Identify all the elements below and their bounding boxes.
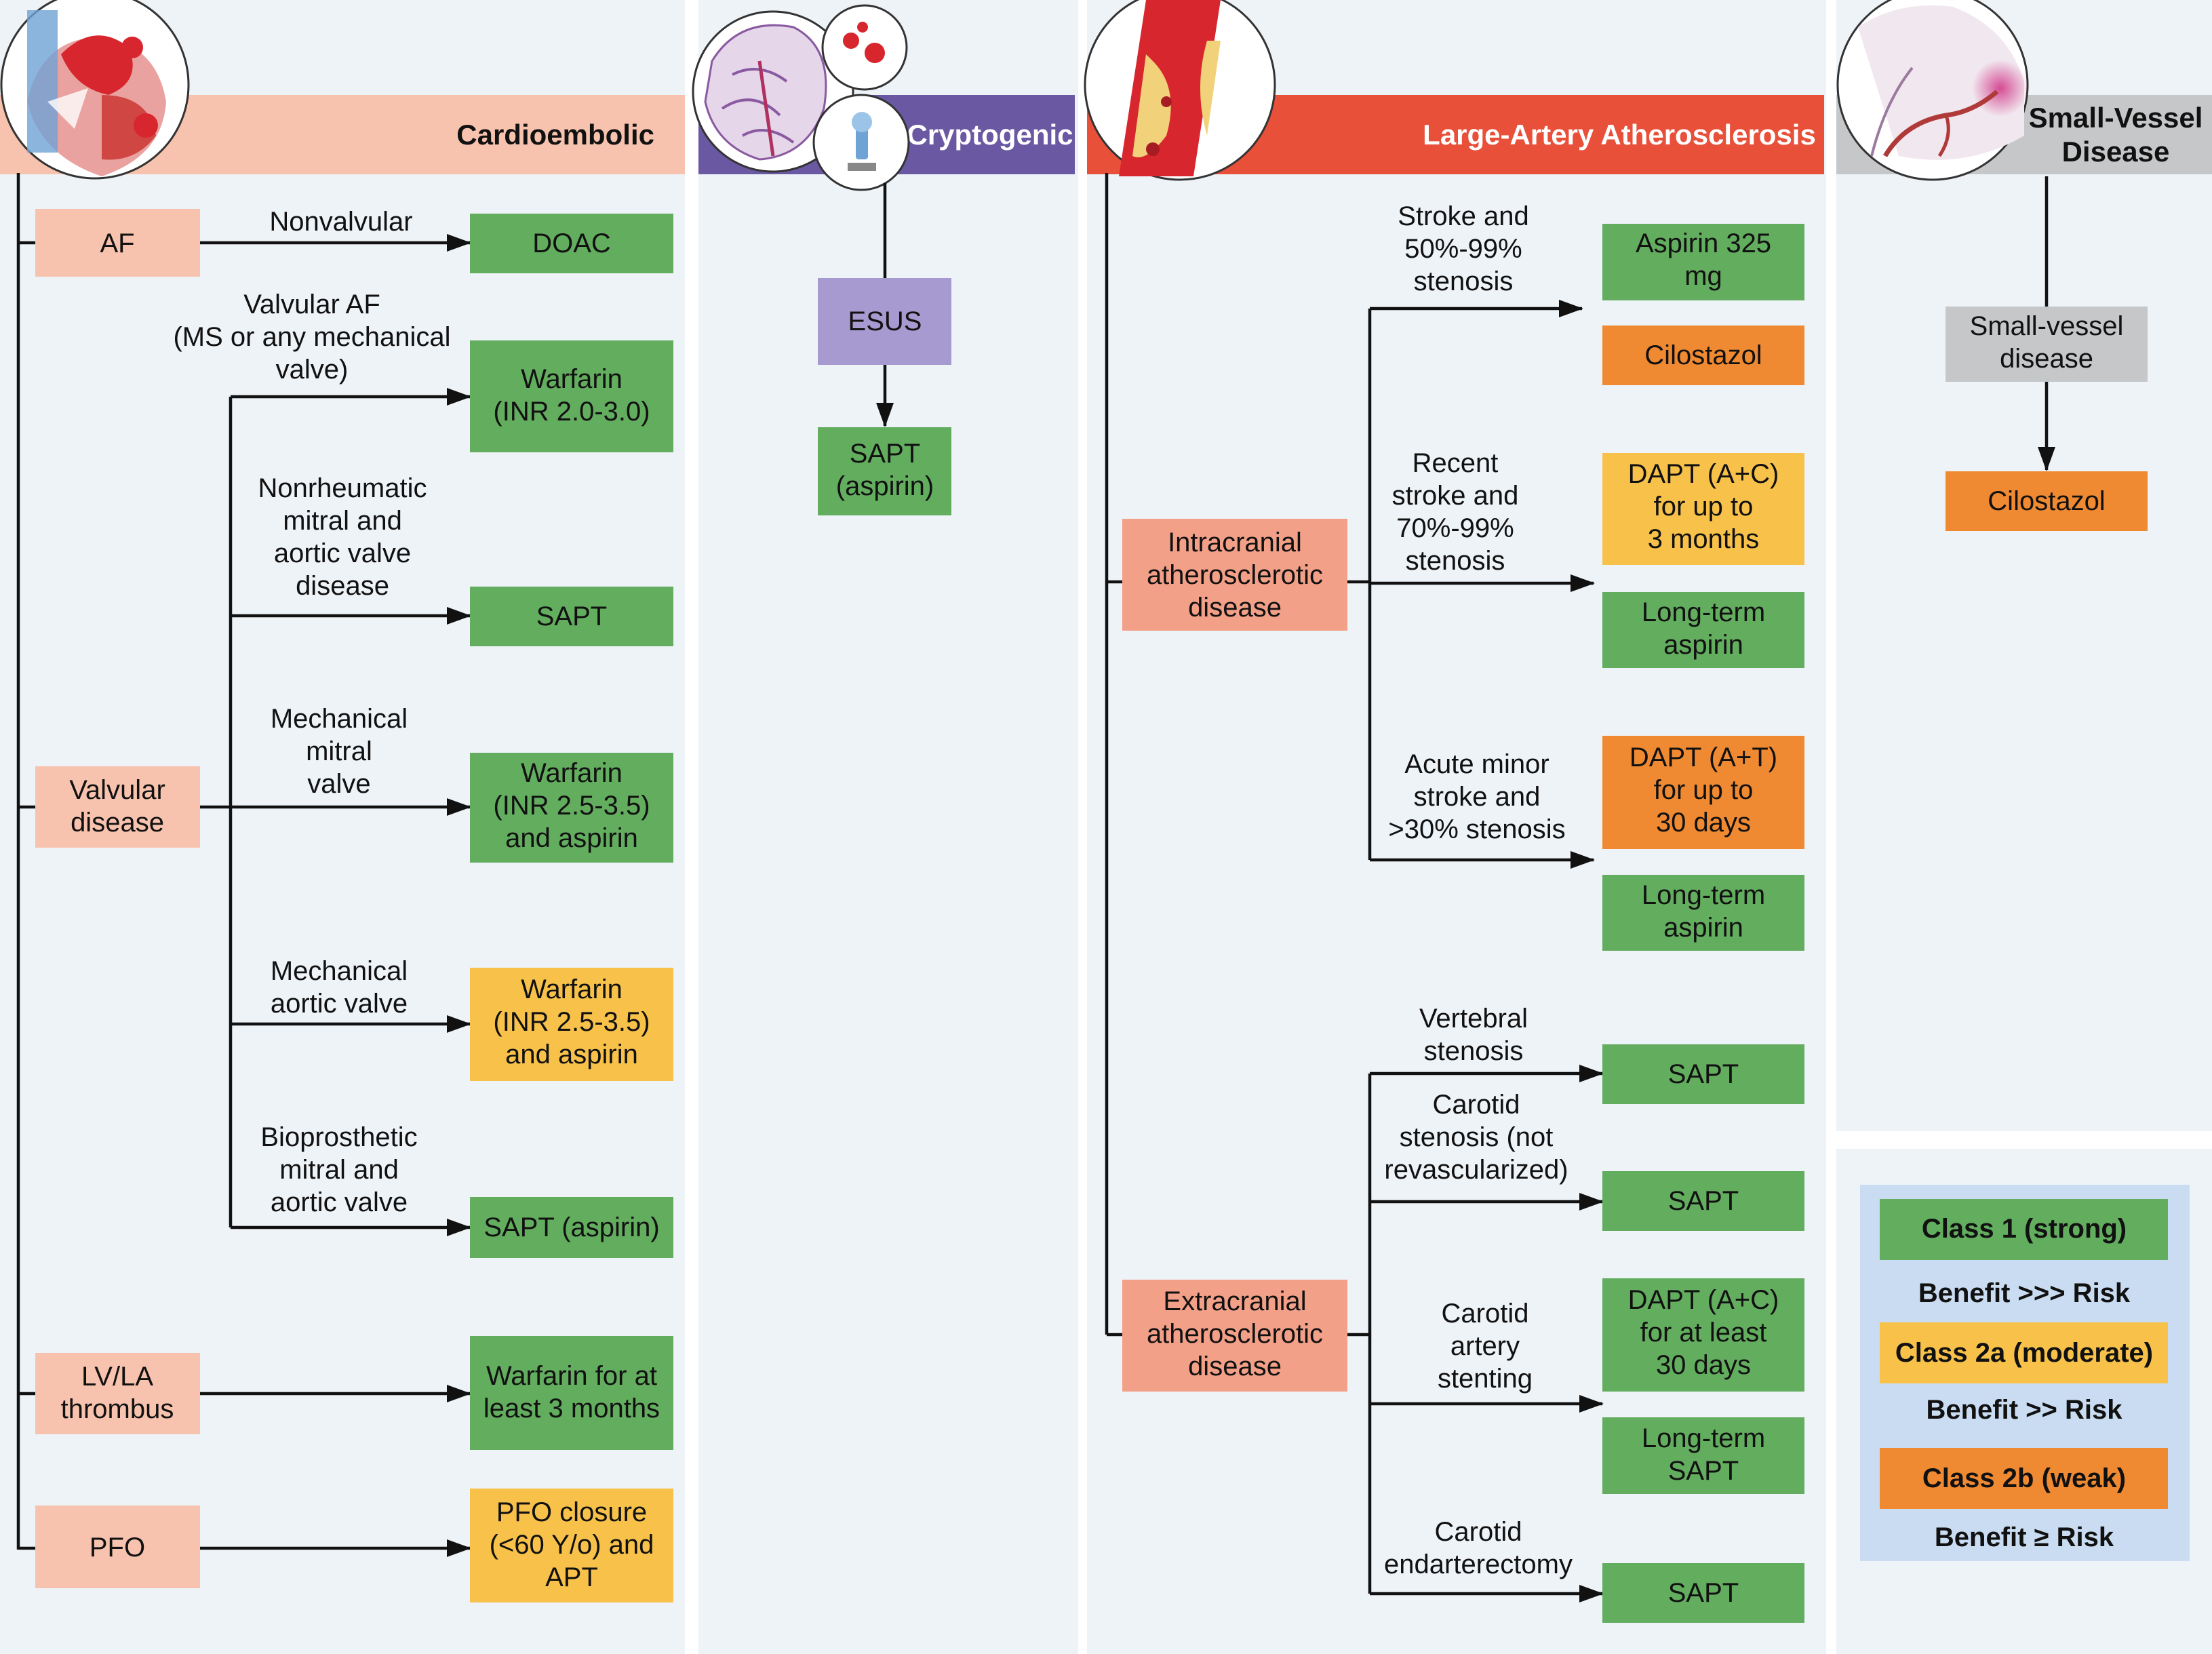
treatment-warfarin-2-3-label: Warfarin(INR 2.0-3.0)	[493, 364, 650, 427]
treatment-long-term-aspirin-1	[1602, 592, 1804, 668]
cryptogenic-panel	[698, 0, 1078, 1654]
source-pfo-label: PFO	[90, 1533, 145, 1562]
treatment-warfarin-aspirin-aortic-label: Warfarin(INR 2.5-3.5)and aspirin	[493, 974, 650, 1069]
treatment-cilostazol-small-vessel-label: Cilostazol	[1988, 486, 2105, 516]
source-extracranial	[1122, 1280, 1347, 1392]
treatment-aspirin-325	[1602, 224, 1804, 300]
legend: Class 1 (strong) Benefit >>> Risk Class …	[1860, 1185, 2190, 1561]
large-artery-connectors	[1105, 173, 1604, 1602]
treatment-warfarin-aspirin-aortic	[470, 968, 673, 1081]
cryptogenic-title: Cryptogenic	[907, 119, 1073, 151]
cardioembolic-title: Cardioembolic	[456, 119, 654, 151]
treatment-doac	[470, 214, 673, 273]
treatment-sapt-vertebral-label: SAPT	[1668, 1059, 1739, 1089]
source-pfo	[35, 1505, 200, 1588]
treatment-long-term-aspirin-2	[1602, 875, 1804, 951]
treatment-sapt-aspirin-cryptogenic	[818, 427, 951, 515]
source-af-label: AF	[100, 229, 134, 258]
treatment-sapt-vertebral	[1602, 1044, 1804, 1104]
condition-nonvalvular: Nonvalvular	[269, 207, 412, 237]
treatment-dapt-at-30-days	[1602, 736, 1804, 849]
legend-class1-label: Class 1 (strong)	[1922, 1214, 2127, 1244]
legend-class1-benefit: Benefit >>> Risk	[1918, 1278, 2131, 1308]
treatment-sapt-label: SAPT	[536, 602, 607, 631]
small-vessel-illustration-icon	[1836, 0, 2029, 181]
treatment-doac-label: DOAC	[532, 229, 611, 258]
legend-class1-swatch	[1880, 1199, 2168, 1260]
treatment-sapt-aspirin	[470, 1197, 673, 1258]
legend-class2b-benefit: Benefit ≥ Risk	[1935, 1522, 2114, 1552]
source-lv-la-thrombus	[35, 1353, 200, 1434]
treatment-pfo-closure	[470, 1489, 673, 1602]
treatment-cilostazol-intracranial-label: Cilostazol	[1644, 340, 1762, 370]
treatment-dapt-ac-3-months	[1602, 453, 1804, 565]
heart-illustration-icon	[0, 0, 190, 180]
treatment-warfarin-aspirin-mitral	[470, 753, 673, 863]
treatment-sapt-carotid	[1602, 1171, 1804, 1231]
treatment-cilostazol-small-vessel	[1946, 471, 2148, 531]
treatment-long-term-sapt	[1602, 1417, 1804, 1494]
brain-embolus-illustration-icon	[692, 4, 910, 191]
treatment-sapt-aspirin-cryptogenic-label: SAPT(aspirin)	[836, 439, 934, 501]
source-af	[35, 209, 200, 277]
treatment-sapt-aspirin-label: SAPT (aspirin)	[483, 1213, 659, 1242]
treatment-warfarin-aspirin-mitral-label: Warfarin(INR 2.5-3.5)and aspirin	[493, 758, 650, 853]
source-valvular-disease	[35, 766, 200, 848]
source-intracranial	[1122, 519, 1347, 631]
legend-class2b-swatch	[1880, 1448, 2168, 1509]
treatment-warfarin-2-3	[470, 340, 673, 452]
small-vessel-panel	[1836, 0, 2212, 1131]
source-esus	[818, 278, 951, 365]
legend-class2b-label: Class 2b (weak)	[1922, 1463, 2126, 1493]
treatment-dapt-ac-30-days	[1602, 1278, 1804, 1392]
legend-class2a-swatch	[1880, 1322, 2168, 1383]
large-artery-title: Large-Artery Atherosclerosis	[1423, 119, 1816, 151]
treatment-sapt	[470, 587, 673, 646]
treatment-sapt-endarterectomy	[1602, 1563, 1804, 1623]
artery-plaque-illustration-icon	[1084, 0, 1276, 181]
legend-class2a-label: Class 2a (moderate)	[1895, 1338, 2153, 1368]
treatment-warfarin-3-months	[470, 1336, 673, 1450]
legend-class2a-benefit: Benefit >> Risk	[1926, 1395, 2122, 1425]
source-small-vessel	[1946, 307, 2148, 382]
cardioembolic-connectors	[16, 173, 471, 1557]
source-esus-label: ESUS	[848, 307, 922, 336]
treatment-cilostazol-intracranial	[1602, 326, 1804, 385]
treatment-sapt-carotid-label: SAPT	[1668, 1186, 1739, 1216]
treatment-sapt-endarterectomy-label: SAPT	[1668, 1578, 1739, 1608]
